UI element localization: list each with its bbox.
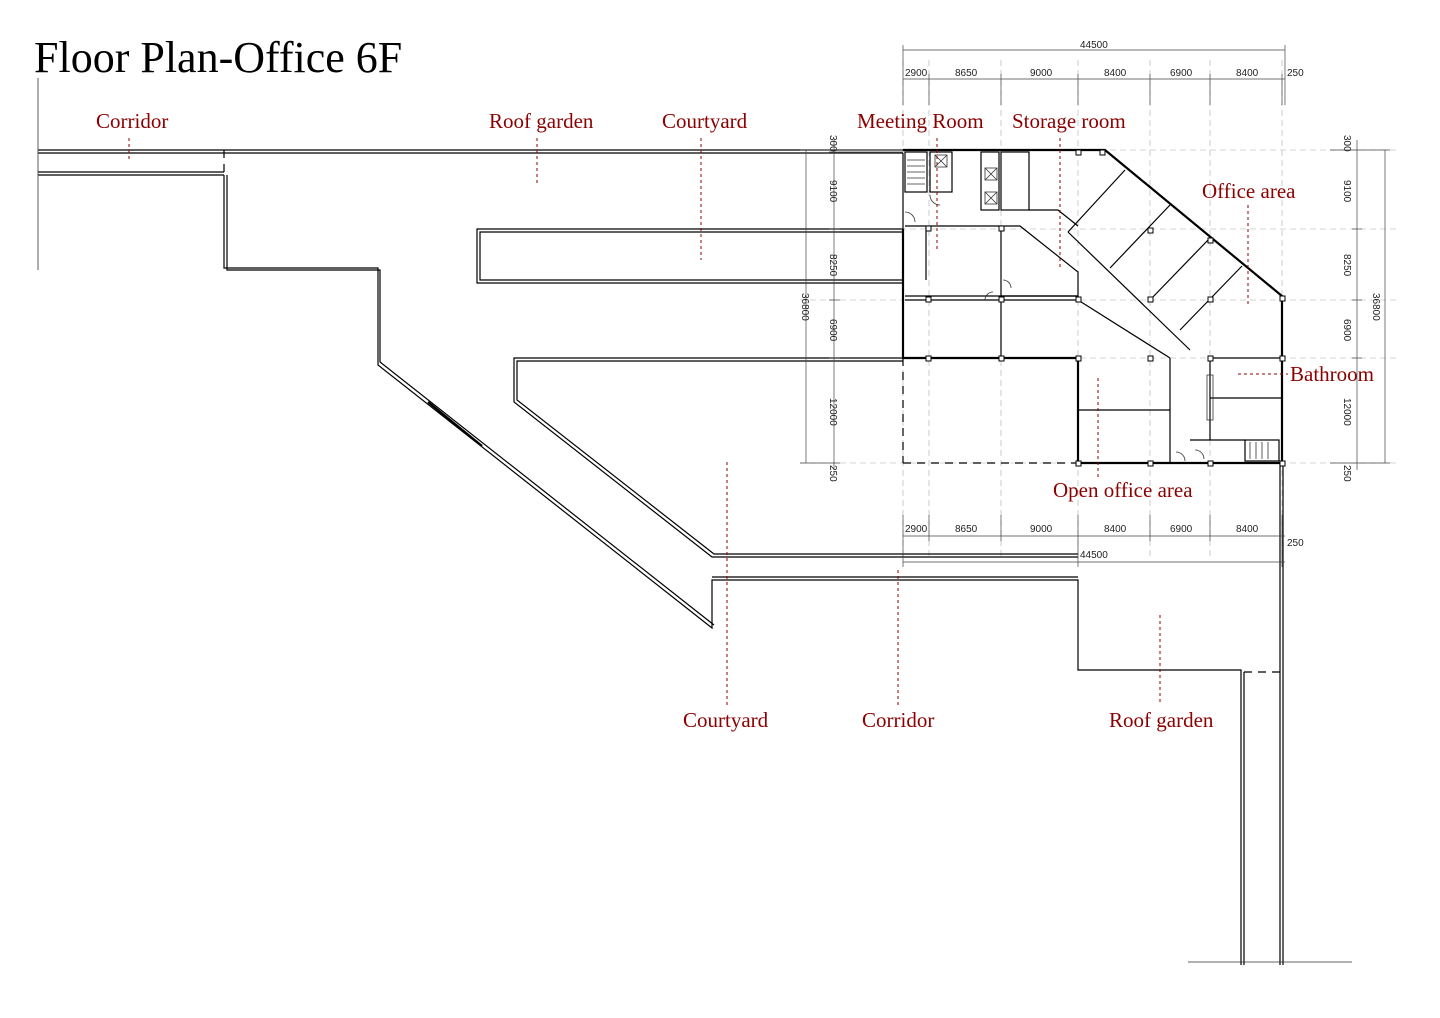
dim-left-seg-3: 8250 [827,254,838,277]
dimension-chain-bottom: 2900 8650 9000 8400 6900 8400 250 44500 [902,515,1304,567]
label-storage-room: Storage room [1012,109,1126,133]
label-courtyard-top: Courtyard [662,109,748,133]
dimension-chain-left: 300 9100 8250 6900 12000 250 36800 [799,135,903,482]
dim-right-seg-3: 8250 [1341,254,1352,277]
label-roof-garden-top: Roof garden [489,109,594,133]
dim-total-width-top: 44500 [1080,40,1108,51]
label-corridor-top: Corridor [96,109,168,133]
label-courtyard-bottom: Courtyard [683,708,769,732]
dim-top-seg-5: 6900 [1170,68,1193,79]
dim-top-seg-3: 9000 [1030,68,1053,79]
columns [925,149,1286,467]
dim-top-seg-6: 8400 [1236,68,1259,79]
dim-bottom-seg-6: 8400 [1236,524,1259,535]
dim-left-seg-5: 12000 [827,398,838,426]
label-roof-garden-bottom: Roof garden [1109,708,1214,732]
interior-walls [904,151,1282,463]
dim-right-seg-6: 250 [1341,465,1352,482]
dim-top-seg-1: 2900 [905,68,928,79]
label-corridor-bottom: Corridor [862,708,934,732]
dim-total-height-right: 36800 [1370,293,1381,321]
dim-right-seg-5: 12000 [1341,398,1352,426]
plan-title: Floor Plan-Office 6F [34,33,402,82]
label-office-area: Office area [1202,179,1296,203]
label-meeting-room: Meeting Room [857,109,984,133]
label-bathroom: Bathroom [1290,362,1374,386]
dim-total-height-left: 36800 [799,293,810,321]
dim-left-seg-2: 9100 [827,180,838,203]
dim-left-seg-1: 300 [827,135,838,152]
dim-left-seg-6: 250 [827,465,838,482]
dim-bottom-seg-2: 8650 [955,524,978,535]
label-open-office-area: Open office area [1053,478,1193,502]
dim-bottom-seg-5: 6900 [1170,524,1193,535]
roof-garden-outline [223,175,1352,965]
dim-bottom-seg-1: 2900 [905,524,928,535]
corridor-strip-top [37,78,903,270]
dim-bottom-end: 250 [1287,538,1304,549]
courtyard-upper [476,228,903,284]
dimension-chain-top: 44500 2900 8650 9000 8400 6900 8400 250 [902,40,1304,105]
dim-top-seg-2: 8650 [955,68,978,79]
dim-right-seg-2: 9100 [1341,180,1352,203]
courtyard-lower [513,357,1078,578]
dimension-chain-right: 300 9100 8250 6900 12000 250 36800 [1330,135,1390,482]
dim-bottom-seg-3: 9000 [1030,524,1053,535]
building-outline [901,148,1284,465]
dim-left-seg-4: 6900 [827,319,838,342]
label-leaders [128,138,1288,705]
dim-total-width-bottom: 44500 [1080,550,1108,561]
dim-top-seg-7: 250 [1287,68,1304,79]
room-labels: Corridor Roof garden Courtyard Meeting R… [96,109,1374,732]
dim-right-seg-4: 6900 [1341,319,1352,342]
dim-right-seg-1: 300 [1341,135,1352,152]
dim-top-seg-4: 8400 [1104,68,1127,79]
dim-bottom-seg-4: 8400 [1104,524,1127,535]
